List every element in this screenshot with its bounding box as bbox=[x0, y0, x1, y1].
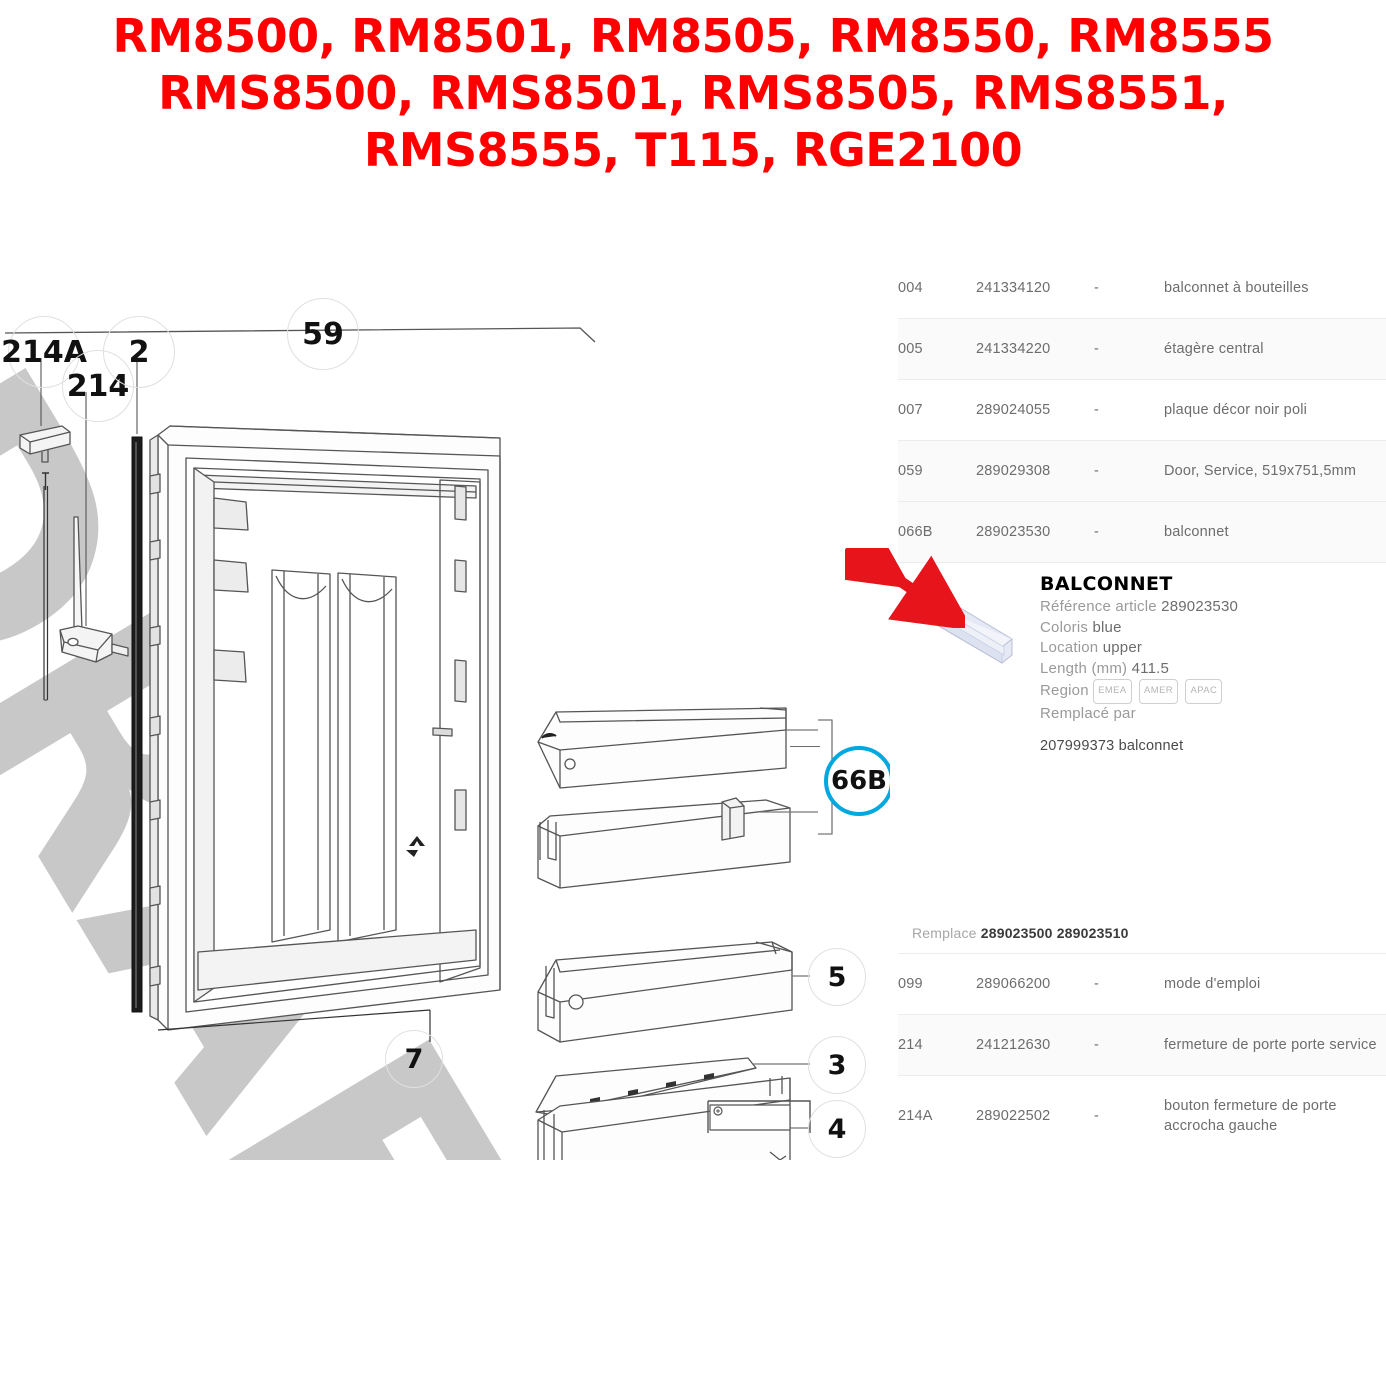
detail-field-label: Length (mm) bbox=[1040, 659, 1128, 677]
cell-reference: 289022502 bbox=[976, 1075, 1094, 1156]
cell-reference: 289024055 bbox=[976, 379, 1094, 441]
cell-qty: - bbox=[1094, 953, 1164, 1015]
callout-66b[interactable]: 66B bbox=[824, 746, 890, 816]
detail-field-value: blue bbox=[1092, 618, 1122, 636]
cell-reference: 241212630 bbox=[976, 1014, 1094, 1076]
remplace-label: Remplace bbox=[912, 925, 977, 941]
cell-reference: 289029308 bbox=[976, 440, 1094, 502]
detail-field-label: Region bbox=[1040, 682, 1089, 699]
table-row[interactable]: 214 241212630 - fermeture de porte porte… bbox=[898, 1014, 1386, 1076]
table-row[interactable]: 059 289029308 - Door, Service, 519x751,5… bbox=[898, 440, 1386, 502]
cell-description: plaque décor noir poli bbox=[1164, 379, 1386, 441]
cell-position: 059 bbox=[898, 440, 976, 502]
cell-qty: - bbox=[1094, 1075, 1164, 1156]
detail-field-location: Location upper bbox=[1040, 638, 1370, 659]
region-badge-amer: AMER bbox=[1139, 679, 1179, 704]
cell-reference: 289023530 bbox=[976, 501, 1094, 563]
cell-qty: - bbox=[1094, 379, 1164, 441]
callout-label: 3 bbox=[827, 1049, 847, 1081]
detail-body: BALCONNET Référence article 289023530 Co… bbox=[1040, 573, 1370, 754]
cell-description: balconnet à bouteilles bbox=[1164, 280, 1309, 296]
cell-position: 214 bbox=[898, 1014, 976, 1076]
cell-qty: - bbox=[1094, 280, 1100, 296]
cell-position: 099 bbox=[898, 953, 976, 1015]
cell-description: étagère central bbox=[1164, 318, 1386, 380]
table-row[interactable]: 004 241334120 - balconnet à bouteilles bbox=[898, 258, 1386, 319]
detail-field-value: 289023530 bbox=[1161, 598, 1239, 615]
detail-field-label: Location bbox=[1040, 639, 1099, 656]
cell-description: fermeture de porte porte service bbox=[1164, 1014, 1386, 1076]
cell-qty: - bbox=[1094, 1014, 1164, 1076]
highlight-arrow bbox=[845, 548, 965, 628]
detail-replaced-by-label: Remplacé par bbox=[1040, 704, 1136, 722]
callout-label: 7 bbox=[404, 1043, 424, 1075]
detail-panel-row: BALCONNET Référence article 289023530 Co… bbox=[898, 562, 1386, 954]
exploded-diagram: DRAFT bbox=[0, 230, 890, 1160]
callout-label: 4 bbox=[827, 1113, 847, 1145]
cell-position: 005 bbox=[898, 318, 976, 380]
cell-description: bouton fermeture de porte accrocha gauch… bbox=[1164, 1075, 1386, 1156]
detail-field-label: Coloris bbox=[1040, 618, 1089, 636]
cell-qty: - bbox=[1094, 318, 1164, 380]
region-badge-apac: APAC bbox=[1185, 679, 1223, 704]
detail-title: BALCONNET bbox=[1040, 573, 1173, 595]
table-row[interactable]: 007 289024055 - plaque décor noir poli bbox=[898, 379, 1386, 441]
cell-qty: - bbox=[1094, 440, 1164, 502]
table-row[interactable]: 099 289066200 - mode d'emploi bbox=[898, 953, 1386, 1015]
diagram-artwork bbox=[4, 327, 833, 1160]
title-line-1: RM8500, RM8501, RM8505, RM8550, RM8555 bbox=[112, 9, 1274, 63]
detail-field-length: Length (mm) 411.5 bbox=[1040, 659, 1370, 680]
callout-2[interactable]: 2 bbox=[103, 316, 175, 388]
title-line-2: RMS8500, RMS8501, RMS8505, RMS8551, bbox=[158, 66, 1228, 120]
callout-5[interactable]: 5 bbox=[808, 948, 866, 1006]
detail-field-label: Référence article bbox=[1040, 598, 1157, 615]
table-row[interactable]: 005 241334220 - étagère central bbox=[898, 318, 1386, 380]
callout-label: 5 bbox=[827, 961, 847, 993]
detail-panel: BALCONNET Référence article 289023530 Co… bbox=[898, 563, 1386, 953]
detail-field-value: upper bbox=[1102, 639, 1143, 656]
detail-replacement-link[interactable]: 207999373 balconnet bbox=[1040, 738, 1184, 754]
callout-label: 59 bbox=[302, 316, 344, 352]
callout-7[interactable]: 7 bbox=[385, 1030, 443, 1088]
callout-3[interactable]: 3 bbox=[808, 1036, 866, 1094]
bottom-small-box bbox=[707, 1100, 811, 1133]
cell-description: mode d'emploi bbox=[1164, 953, 1386, 1015]
table-row-selected[interactable]: 066B 289023530 - balconnet bbox=[898, 501, 1386, 563]
cell-reference: 241334120 bbox=[976, 280, 1051, 296]
callout-label: 66B bbox=[831, 766, 887, 796]
detail-field-region: Region EMEA AMER APAC bbox=[1040, 679, 1370, 704]
leader-line-5 bbox=[790, 746, 820, 748]
page-title: RM8500, RM8501, RM8505, RM8550, RM8555 R… bbox=[0, 8, 1386, 179]
detail-panel-cell: BALCONNET Référence article 289023530 Co… bbox=[898, 562, 1386, 954]
remplace-row: Remplace 289023500 289023510 bbox=[912, 925, 1129, 941]
remplace-values: 289023500 289023510 bbox=[980, 925, 1129, 941]
cell-qty: - bbox=[1094, 501, 1164, 563]
cell-position: 004 bbox=[898, 280, 923, 296]
table-row[interactable]: 214A 289022502 - bouton fermeture de por… bbox=[898, 1075, 1386, 1156]
cell-reference: 289066200 bbox=[976, 953, 1094, 1015]
cell-reference: 241334220 bbox=[976, 318, 1094, 380]
region-badge-emea: EMEA bbox=[1093, 679, 1132, 704]
detail-field-reference: Référence article 289023530 bbox=[1040, 597, 1370, 618]
callout-label: 2 bbox=[128, 334, 150, 370]
detail-field-value: 411.5 bbox=[1131, 659, 1170, 677]
parts-table-pane: 004 241334120 - balconnet à bouteilles 0… bbox=[898, 258, 1386, 1158]
callout-4[interactable]: 4 bbox=[808, 1100, 866, 1158]
cell-position: 214A bbox=[898, 1075, 976, 1156]
parts-table: 004 241334120 - balconnet à bouteilles 0… bbox=[898, 258, 1386, 1156]
title-line-3: RMS8555, T115, RGE2100 bbox=[363, 123, 1023, 177]
cell-position: 007 bbox=[898, 379, 976, 441]
callout-59[interactable]: 59 bbox=[287, 298, 359, 370]
detail-field-coloris: Coloris blue bbox=[1040, 618, 1370, 639]
cell-description: Door, Service, 519x751,5mm bbox=[1164, 440, 1386, 502]
cell-description: balconnet bbox=[1164, 501, 1386, 563]
